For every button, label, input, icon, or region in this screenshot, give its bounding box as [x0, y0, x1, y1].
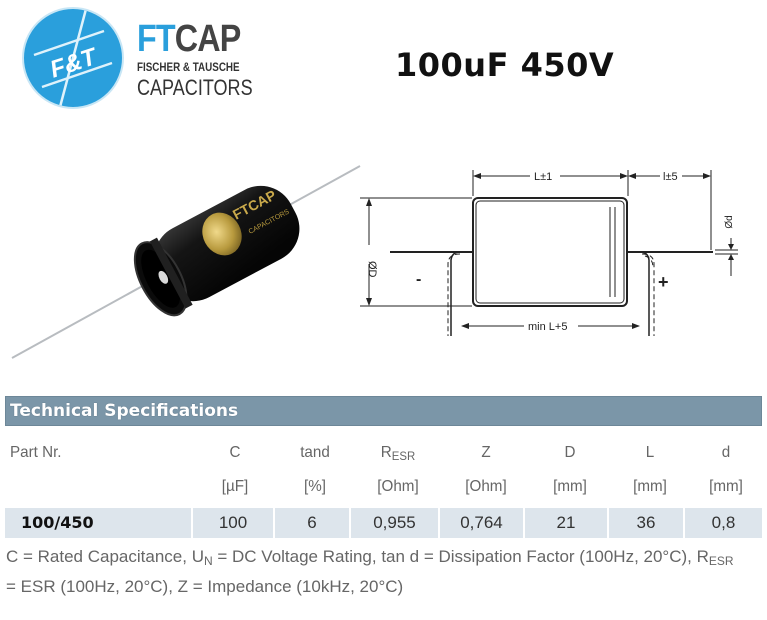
- brand-name: FTCAP: [137, 18, 242, 60]
- dimension-diagram: L±1 l±5 ØD Ød min L+5 - +: [360, 160, 760, 360]
- col-unit-lead-d: [mm]: [709, 478, 743, 495]
- brand-ft: FT: [137, 18, 176, 60]
- cell-tand: 6: [275, 508, 349, 538]
- svg-text:Ød: Ød: [724, 215, 735, 228]
- product-photo: FTCAP CAPACITORS: [0, 150, 370, 370]
- spec-section-title: Technical Specifications: [10, 401, 239, 421]
- brand-tagline: FISCHER & TAUSCHE: [137, 60, 240, 74]
- cell-resr: 0,955: [351, 508, 438, 538]
- col-unit-z: [Ohm]: [465, 478, 507, 495]
- ft-logo-icon: F&T: [33, 9, 113, 107]
- cell-capacitance: 100: [193, 508, 273, 538]
- svg-text:min L+5: min L+5: [528, 321, 567, 333]
- col-header-z: Z: [481, 444, 491, 461]
- col-header-c: C: [229, 444, 241, 461]
- svg-text:-: -: [416, 271, 421, 288]
- col-unit-d: [mm]: [553, 478, 587, 495]
- cell-part-nr: 100/450: [5, 508, 191, 538]
- col-header-l: L: [645, 444, 655, 461]
- cell-length: 36: [609, 508, 683, 538]
- cell-impedance: 0,764: [440, 508, 523, 538]
- cell-diameter: 21: [525, 508, 607, 538]
- col-unit-tand: [%]: [304, 478, 326, 495]
- col-header-resr: RESR: [380, 444, 416, 463]
- spec-section-header: Technical Specifications: [5, 396, 762, 426]
- svg-text:+: +: [658, 272, 669, 292]
- brand-logo: F&T: [22, 7, 124, 109]
- svg-text:L±1: L±1: [534, 171, 552, 183]
- spec-legend: C = Rated Capacitance, UN = DC Voltage R…: [6, 547, 734, 596]
- cell-lead-diameter: 0,8: [685, 508, 762, 538]
- page-title: 100uF 450V: [395, 46, 615, 84]
- col-header-tand: tand: [300, 444, 330, 461]
- col-unit-resr: [Ohm]: [377, 478, 419, 495]
- table-row: 100/450 100 6 0,955 0,764 21 36 0,8: [5, 508, 762, 538]
- svg-text:ØD: ØD: [366, 261, 378, 278]
- col-header-lead-d: d: [721, 444, 731, 461]
- svg-text:l±5: l±5: [663, 171, 678, 183]
- col-unit-l: [mm]: [633, 478, 667, 495]
- col-header-d: D: [564, 444, 576, 461]
- brand-subtitle: CAPACITORS: [137, 75, 253, 100]
- brand-cap: CAP: [174, 18, 242, 60]
- col-header-part: Part Nr.: [10, 444, 62, 461]
- col-unit-c: [µF]: [221, 478, 249, 495]
